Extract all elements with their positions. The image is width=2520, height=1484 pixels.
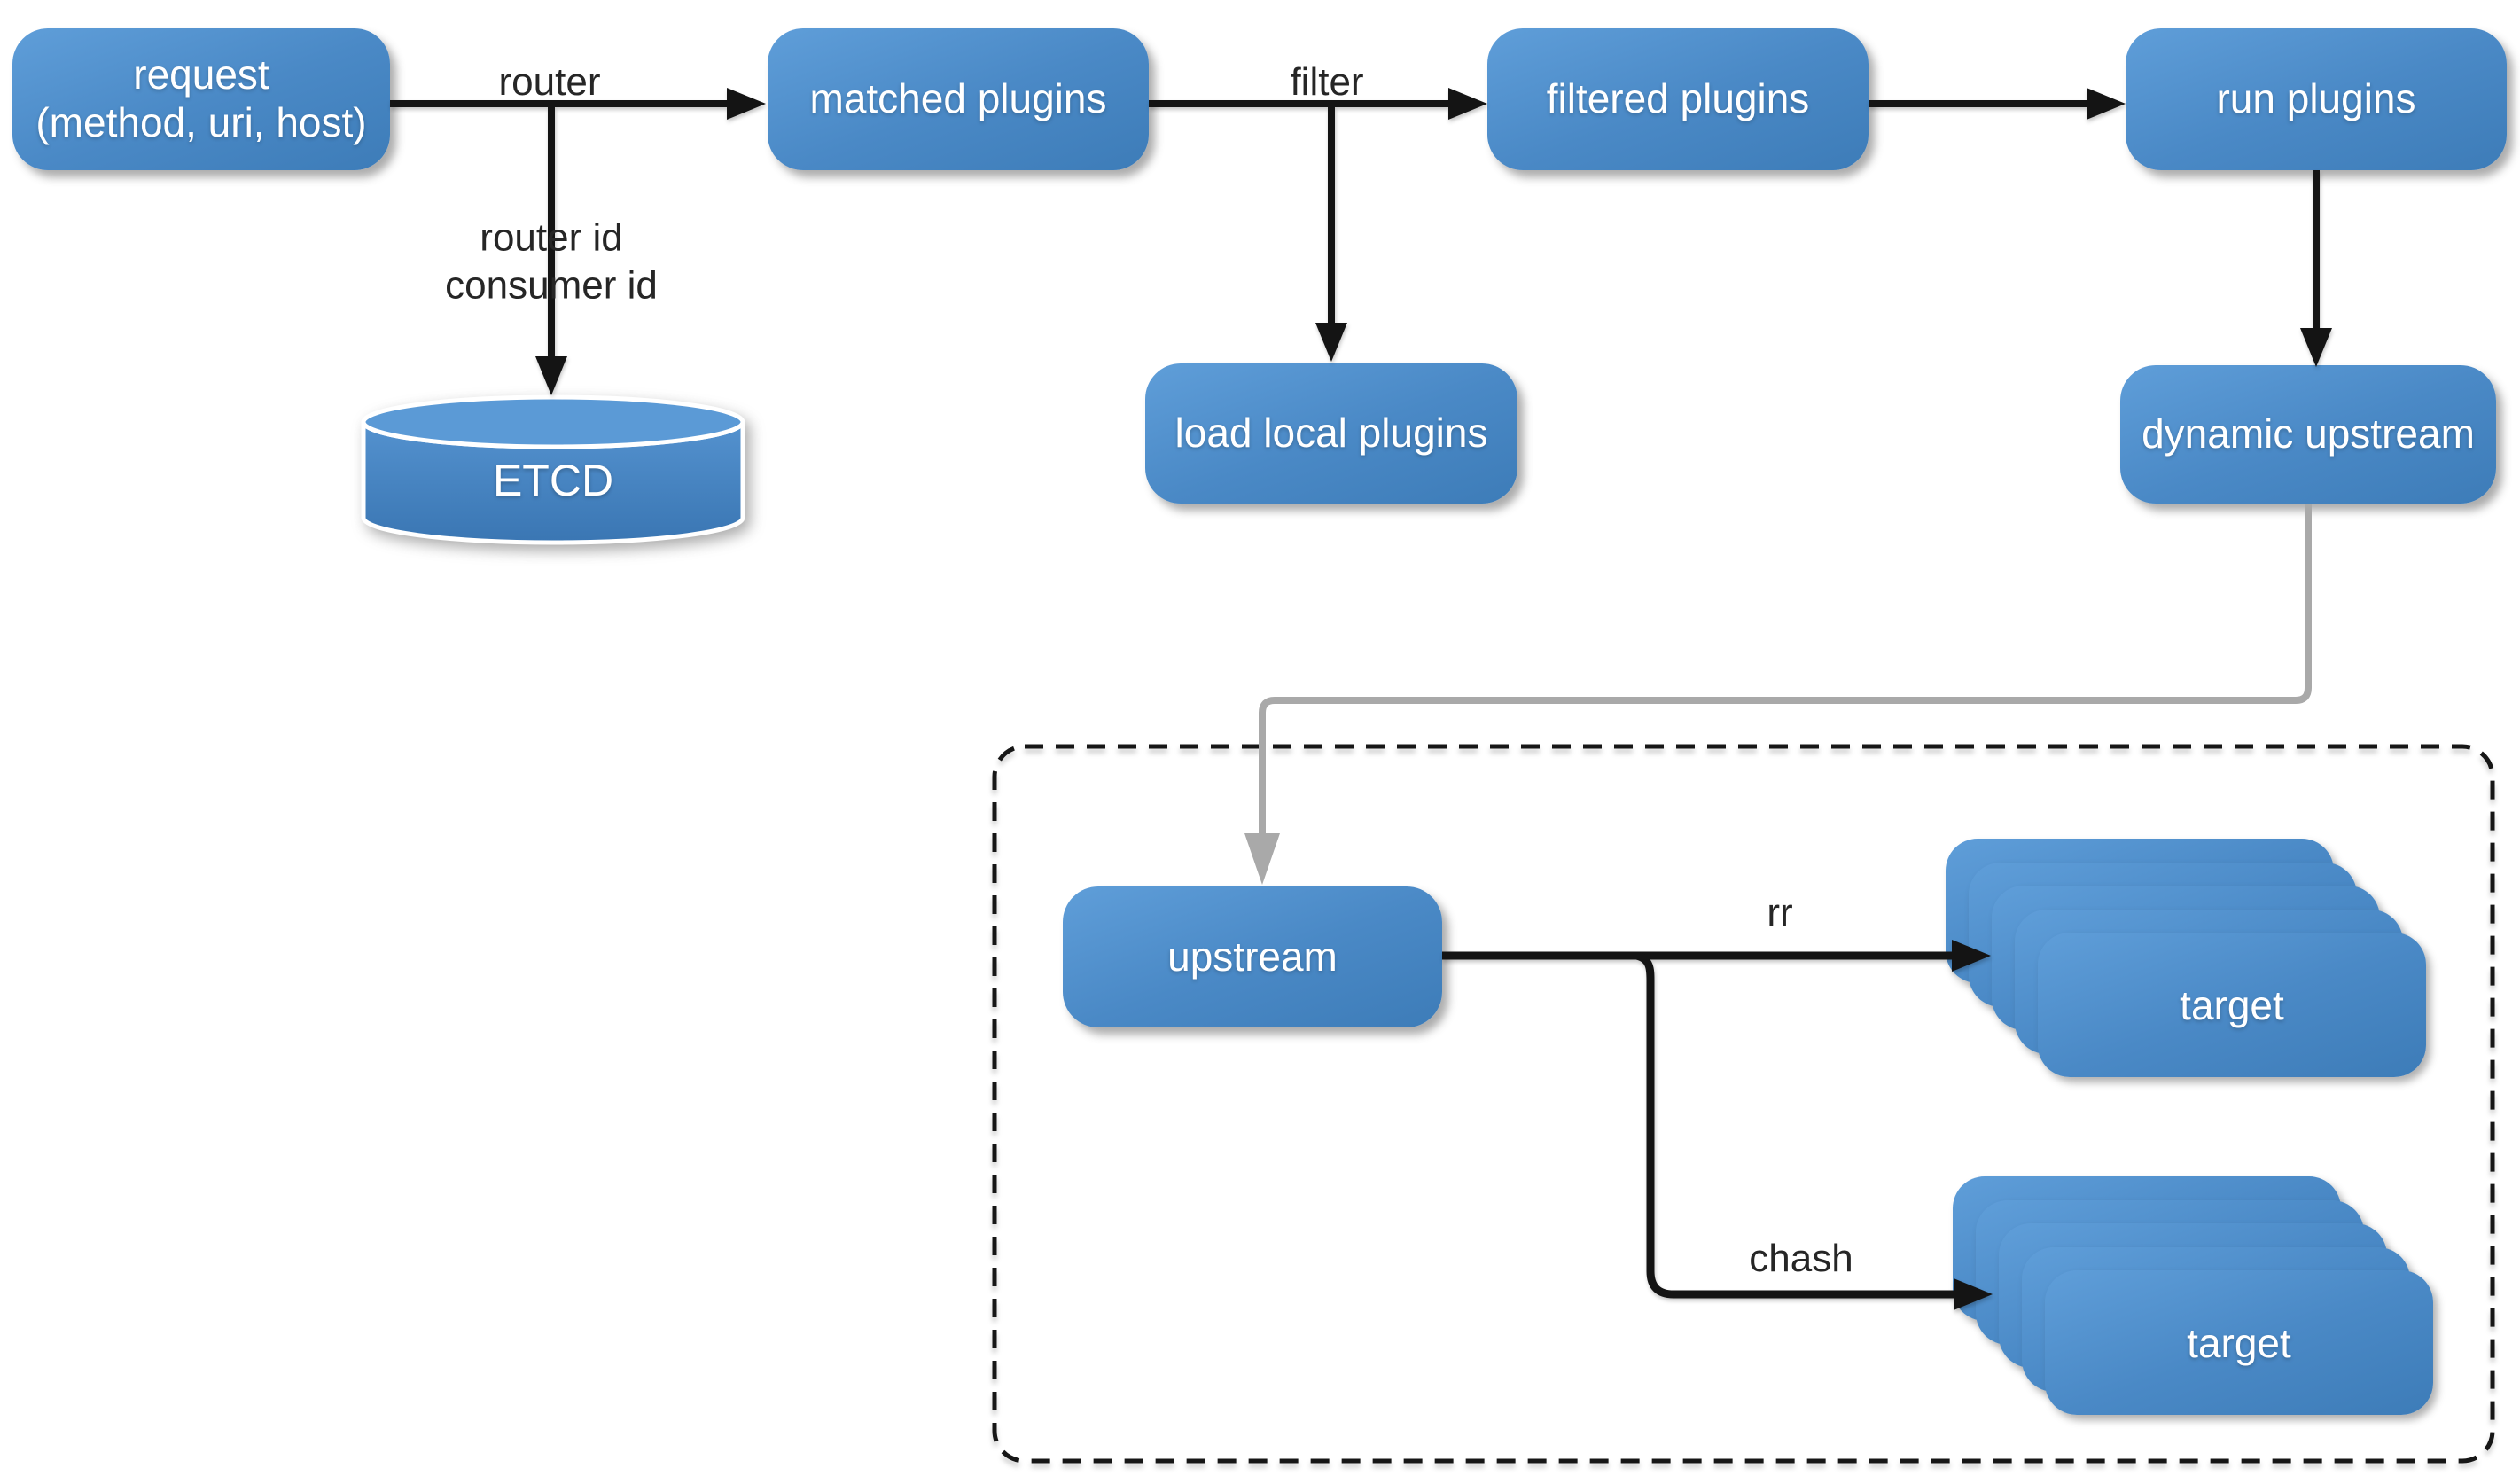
arrow-matched-to-filtered	[1149, 88, 1487, 120]
edge-label-rr: rr	[1767, 891, 1793, 935]
node-filtered-plugins: filtered plugins	[1487, 28, 1869, 170]
target-card-front: target	[2045, 1270, 2433, 1415]
edge-label-chash: chash	[1749, 1237, 1853, 1281]
node-upstream: upstream	[1063, 886, 1442, 1027]
arrow-upstream-to-target-chash	[1634, 951, 1993, 1310]
arrow-request-to-matched	[390, 88, 766, 120]
edge-label-filter: filter	[1290, 60, 1364, 105]
target-stack-rr: target	[1946, 839, 2442, 1087]
arrow-filter-to-load-local	[1315, 104, 1347, 362]
node-matched-plugins: matched plugins	[768, 28, 1149, 170]
arrow-router-to-etcd	[535, 104, 567, 395]
etcd-cylinder-icon	[361, 394, 745, 545]
upstream-group-boundary	[992, 744, 2495, 1464]
node-run-plugins: run plugins	[2126, 28, 2507, 170]
etcd-label: ETCD	[492, 456, 614, 505]
edge-label-router: router	[498, 60, 601, 105]
node-request: request (method, uri, host)	[12, 28, 390, 170]
target-stack-chash: target	[1953, 1176, 2449, 1425]
edge-label-router-consumer-id: router id consumer id	[445, 215, 658, 307]
node-dynamic-upstream: dynamic upstream	[2120, 365, 2496, 504]
arrow-upstream-to-target-rr	[1442, 940, 1991, 972]
target-card-front: target	[2038, 933, 2426, 1077]
arrow-filtered-to-run	[1869, 88, 2126, 120]
arrow-run-to-dynamic	[2300, 170, 2332, 367]
node-load-local-plugins: load local plugins	[1145, 363, 1517, 504]
arrow-dynamic-to-upstream	[1244, 504, 2312, 885]
